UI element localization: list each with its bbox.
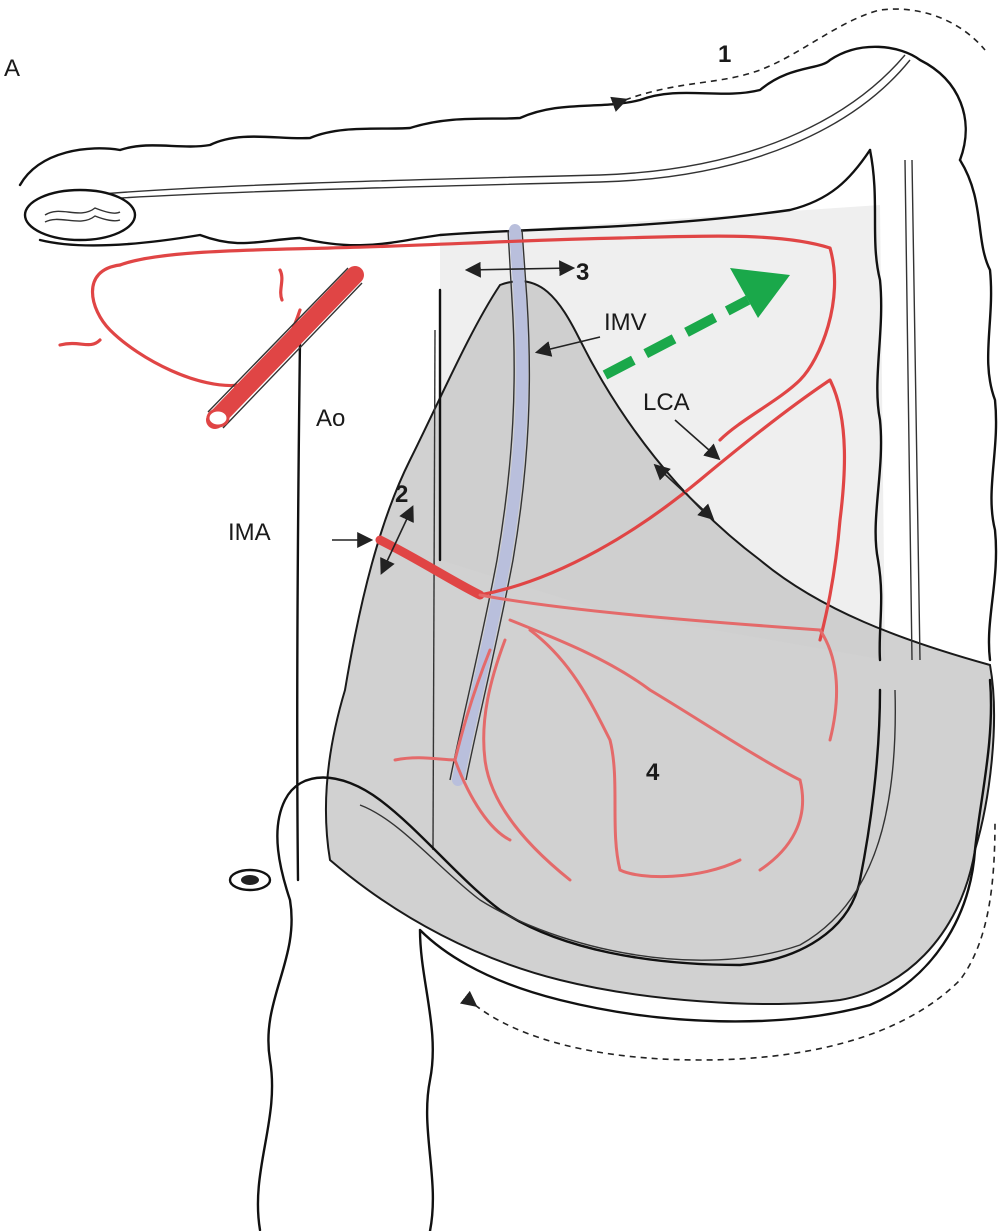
transverse-colon-taenia	[89, 54, 906, 196]
mobilization-path-upper	[610, 8, 986, 112]
sigmoid-artery-3	[528, 628, 742, 879]
lca-double-arrow	[653, 463, 715, 521]
transverse-colon-taenia-2	[89, 59, 911, 201]
middle-colic-artery	[118, 234, 837, 442]
step-4-label: 4	[646, 759, 660, 786]
lca-pointer	[674, 419, 721, 461]
label-ao: Ao	[316, 405, 345, 432]
step3-double-arrow	[464, 260, 576, 278]
label-lca: LCA	[643, 389, 690, 416]
imv-outline	[449, 229, 531, 781]
label-ima: IMA	[228, 519, 271, 546]
sigmoid-colon	[256, 678, 993, 1231]
aorta	[295, 338, 302, 882]
splenic-vessel	[206, 266, 364, 429]
transverse-colon-cut-end	[23, 188, 137, 242]
step-1-label: 1	[718, 41, 731, 68]
sigmoid-artery-4	[482, 638, 572, 882]
aorta-inner-wall	[432, 329, 436, 851]
descending-colon-taenia	[904, 159, 921, 661]
step2-double-arrow	[380, 505, 414, 575]
sigmoid-artery-2	[508, 618, 805, 872]
sigmoid-artery-1	[478, 593, 838, 742]
aorta-lumen	[241, 875, 259, 885]
step-3-label: 3	[576, 259, 589, 286]
left-colic-artery	[478, 378, 847, 642]
descending-colon	[868, 148, 998, 662]
transverse-colon-folds	[44, 207, 121, 223]
mesentery-sheet	[324, 280, 996, 1005]
imv-pointer	[534, 336, 601, 357]
panel-label: A	[4, 55, 20, 82]
mobilization-path-lower	[459, 819, 996, 1061]
superior-rectal-artery	[393, 648, 512, 842]
sigmoid-colon-taenia	[359, 689, 896, 961]
direction-arrow-head	[730, 268, 790, 318]
step-2-label: 2	[395, 481, 408, 508]
inferior-mesenteric-vein	[452, 224, 529, 786]
label-imv: IMV	[604, 309, 647, 336]
direction-arrow-shaft	[602, 295, 751, 380]
splenic-vessel-cut	[206, 408, 230, 428]
splenic-vessel-outline	[207, 267, 363, 429]
